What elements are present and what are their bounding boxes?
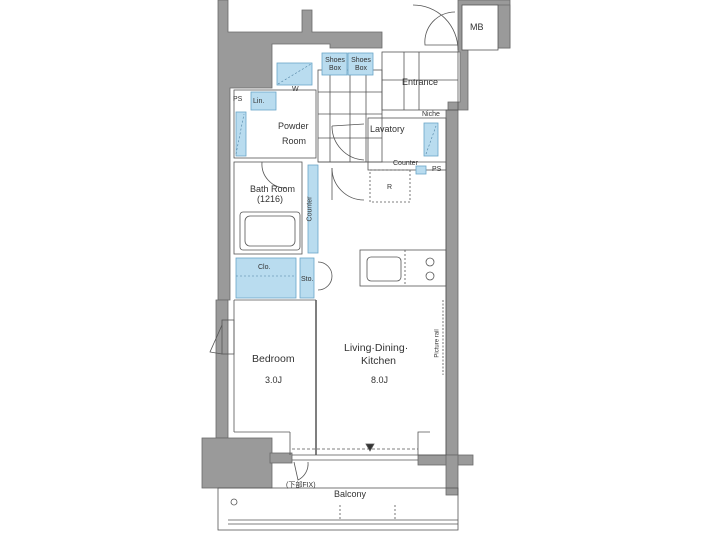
- label-ldk-size: 8.0J: [371, 375, 389, 385]
- label-niche: Niche: [422, 111, 440, 118]
- storage: [299, 257, 315, 299]
- label-ps-right: PS: [432, 166, 442, 173]
- label-lavatory: Lavatory: [370, 124, 405, 134]
- bath-counter: [307, 164, 319, 254]
- label-lin: Lin.: [253, 98, 265, 105]
- label-shoes-box-1: Shoes Box: [325, 57, 345, 73]
- fixtures: [235, 52, 439, 299]
- label-fix-note: (下部FIX): [286, 482, 316, 489]
- label-closet: Clo.: [258, 264, 271, 271]
- label-powder-room-1: Powder: [278, 121, 309, 131]
- label-mb: MB: [470, 22, 484, 32]
- label-balcony: Balcony: [334, 489, 367, 499]
- interior-walls: [209, 51, 459, 531]
- label-bedroom-size: 3.0J: [265, 375, 283, 385]
- shoes-box-1: [321, 52, 348, 76]
- label-ps-left: PS: [233, 96, 243, 103]
- label-bath-room-2: (1216): [257, 194, 284, 204]
- label-bedroom: Bedroom: [252, 353, 295, 365]
- powder-counter: [235, 111, 247, 157]
- label-powder-room-2: Room: [282, 136, 307, 146]
- label-counter-small: Counter: [393, 160, 418, 167]
- label-w: W: [292, 86, 299, 93]
- label-ldk-1: Living·Dining·: [344, 342, 409, 354]
- lavatory-fixture: [423, 122, 439, 157]
- label-bath-room-1: Bath Room: [250, 184, 296, 194]
- lin-fixture: [250, 91, 277, 111]
- counter-small: [415, 165, 427, 175]
- label-counter-vertical: Counter: [306, 196, 314, 222]
- shoes-box-2: [347, 52, 374, 76]
- label-entrance: Entrance: [402, 77, 439, 87]
- label-refrigerator: R: [387, 184, 393, 191]
- mb-box: [412, 4, 499, 51]
- label-ldk-2: Kitchen: [361, 355, 397, 367]
- label-shoes-box-2: Shoes Box: [351, 57, 371, 73]
- label-storage: Sto.: [301, 276, 314, 283]
- label-picture-rail: Picture rail: [434, 329, 441, 358]
- walls: [201, 0, 511, 496]
- closet: [235, 257, 297, 299]
